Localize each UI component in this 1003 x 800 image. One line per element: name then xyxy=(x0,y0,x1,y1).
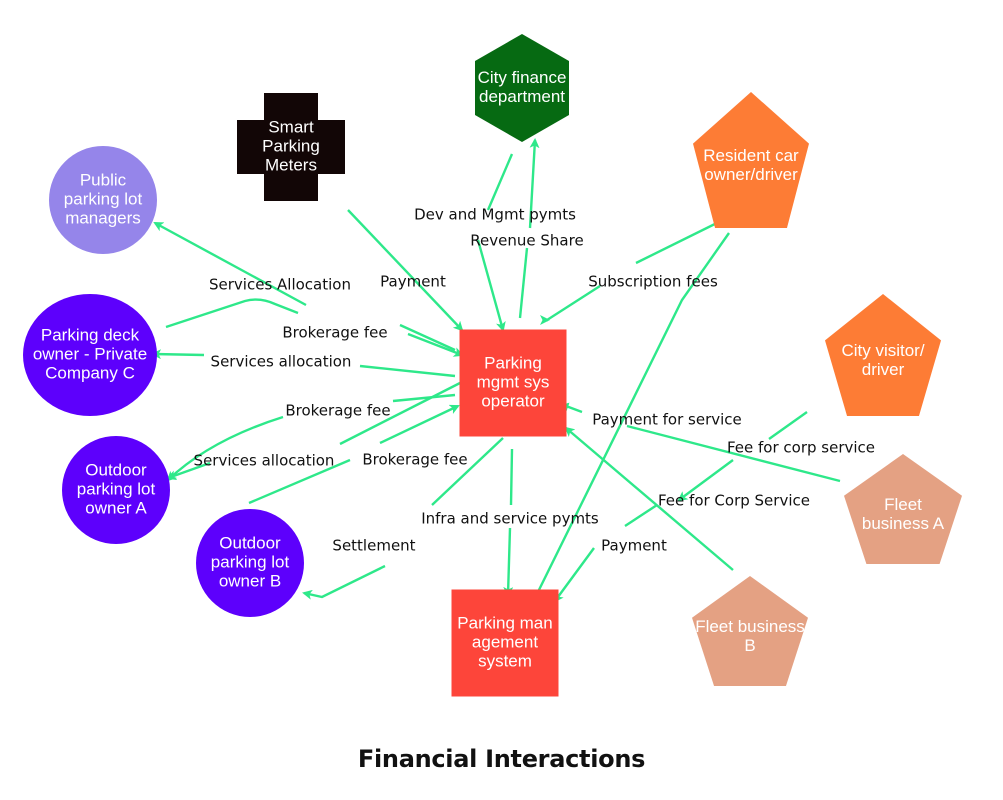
node-label-line: agement xyxy=(472,632,538,651)
node-label-line: Meters xyxy=(265,155,317,174)
edge-operator-to-outdoorA xyxy=(168,381,461,478)
node-label-line: system xyxy=(478,651,532,670)
edge-outdoorA-to-operator xyxy=(168,393,456,480)
node-shape-circle xyxy=(196,509,304,617)
node-label-line: Outdoor xyxy=(219,533,281,552)
node-label-line: Resident car xyxy=(703,146,799,165)
node-shape-pentagon xyxy=(693,92,809,228)
edge-outdoorB-to-operator xyxy=(248,406,458,505)
edge-operator-to-public_lot xyxy=(155,223,456,352)
node-label-line: Parking deck xyxy=(41,325,140,344)
edge-label: Payment for service xyxy=(592,411,742,429)
edge-label: Fee for Corp Service xyxy=(658,492,810,510)
edge-label: Settlement xyxy=(332,537,415,555)
node-label-line: owner A xyxy=(85,498,147,517)
edge-label: Services allocation xyxy=(194,452,335,470)
node-label-line: Parking xyxy=(262,136,320,155)
node-visitor[interactable]: City visitor/driver xyxy=(825,294,941,416)
diagram-title: Financial Interactions xyxy=(357,745,646,773)
node-label-line: parking lot xyxy=(64,189,143,208)
node-label-line: Fleet xyxy=(884,495,922,514)
node-label-line: Parking man xyxy=(457,613,552,632)
node-label-line: Public xyxy=(80,170,127,189)
node-shape-square xyxy=(451,589,559,697)
node-shape-pentagon xyxy=(825,294,941,416)
node-label-line: owner B xyxy=(219,571,281,590)
edge-resident-to-pms xyxy=(532,232,730,602)
edge-visitor-to-pms xyxy=(555,503,658,601)
node-label-line: Fleet business xyxy=(695,617,805,636)
edge-label: Payment xyxy=(380,273,446,291)
edge-label: Brokerage fee xyxy=(285,402,390,420)
node-label-line: Company C xyxy=(45,363,135,382)
node-label-line: Outdoor xyxy=(85,460,147,479)
node-label-line: Parking xyxy=(484,353,542,372)
edge-operator-to-outdoorB xyxy=(304,437,504,597)
node-label-line: owner - Private xyxy=(33,344,147,363)
edge-finance-to-operator xyxy=(518,140,535,319)
edge-deck-to-operator xyxy=(165,298,462,355)
node-label-line: business A xyxy=(862,514,945,533)
edge-operator-to-finance xyxy=(476,153,514,330)
edge-label: Brokerage fee xyxy=(282,324,387,342)
node-label-line: mgmt sys xyxy=(477,372,550,391)
edge-label: Fee for corp service xyxy=(727,439,875,457)
node-shape-hexagon xyxy=(475,34,569,142)
edge-label: Subscription fees xyxy=(588,273,718,291)
node-label-line: B xyxy=(744,636,755,655)
node-label-line: owner/driver xyxy=(704,165,798,184)
node-shape-cross xyxy=(237,93,345,201)
node-label-line: City visitor/ xyxy=(841,341,924,360)
node-label-line: parking lot xyxy=(211,552,290,571)
edge-operator-to-deck xyxy=(153,354,456,378)
node-shape-pentagon xyxy=(692,576,808,686)
node-shape-pentagon xyxy=(844,454,962,564)
node-label-line: operator xyxy=(481,391,545,410)
node-label-line: managers xyxy=(65,208,141,227)
node-shape-circle xyxy=(23,294,157,416)
node-label-line: City finance xyxy=(478,68,567,87)
node-shape-square xyxy=(459,329,567,437)
node-label-line: Smart xyxy=(268,117,314,136)
node-label-line: department xyxy=(479,87,565,106)
edge-label: Brokerage fee xyxy=(362,451,467,469)
edge-resident-to-operator xyxy=(547,216,728,320)
edge-label: Payment xyxy=(601,537,667,555)
edge-label: Infra and service pymts xyxy=(421,510,599,528)
edge-label: Services Allocation xyxy=(209,276,351,294)
edges-layer xyxy=(153,140,841,602)
node-label-line: parking lot xyxy=(77,479,156,498)
edge-fleetB-to-operator xyxy=(564,426,734,571)
edge-operator-to-pms xyxy=(508,448,512,595)
edge-label: Revenue Share xyxy=(470,232,583,250)
edge-label: Dev and Mgmt pymts xyxy=(414,206,576,224)
node-label-line: driver xyxy=(862,360,905,379)
node-shape-circle xyxy=(49,146,157,254)
edge-visitor-to-pms xyxy=(679,411,808,500)
edge-meters-to-operator xyxy=(347,209,464,332)
edge-label: Services allocation xyxy=(211,353,352,371)
node-shape-circle xyxy=(62,436,170,544)
